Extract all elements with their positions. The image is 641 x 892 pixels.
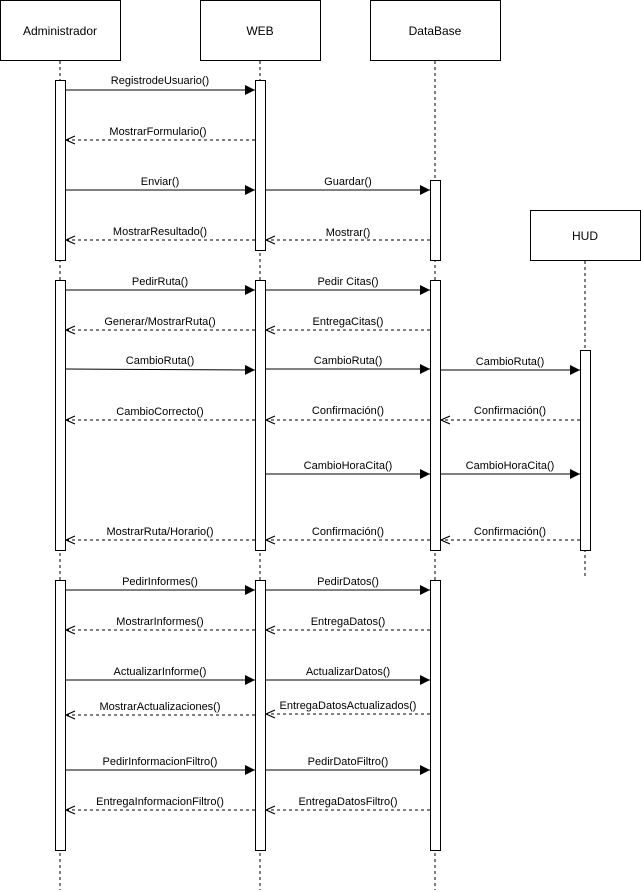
message-label: Mostrar()	[326, 227, 371, 239]
message-label: PedirInformes()	[122, 576, 198, 588]
activation-bar-hud	[580, 350, 591, 551]
message: CambioRuta()	[65, 355, 256, 375]
activation-bar-web	[255, 580, 266, 851]
message-label: Confirmación()	[474, 405, 546, 417]
message: RegistrodeUsuario()	[66, 75, 255, 95]
participant-label: HUD	[572, 229, 598, 243]
message: MostrarFormulario()	[66, 126, 255, 140]
message: EntregaInformacionFiltro()	[66, 796, 255, 810]
message-label: ActualizarDatos()	[306, 666, 390, 678]
message: Generar/MostrarRuta()	[66, 316, 255, 330]
message: Confirmación()	[441, 526, 580, 540]
participant-label: WEB	[246, 24, 273, 38]
message-label: EntregaDatosFiltro()	[298, 796, 397, 808]
message: Confirmación()	[266, 526, 430, 540]
message-label: MostrarFormulario()	[109, 126, 206, 138]
message-label: MostrarResultado()	[113, 226, 207, 238]
message-label: ActualizarInforme()	[114, 666, 207, 678]
message: MostrarResultado()	[66, 226, 255, 240]
participant-database: DataBase	[370, 0, 501, 61]
message: Pedir Citas()	[266, 276, 430, 295]
message: EntregaCitas()	[266, 316, 430, 330]
message-label: CambioRuta()	[126, 355, 194, 367]
participant-label: Administrador	[23, 24, 97, 38]
message-label: Enviar()	[141, 176, 180, 188]
message-label: Guardar()	[324, 176, 372, 188]
message-label: CambioRuta()	[476, 356, 544, 368]
message-label: CambioHoraCita()	[304, 460, 393, 472]
message: Confirmación()	[266, 405, 430, 420]
message: ActualizarInforme()	[66, 666, 255, 685]
activation-bar-database	[430, 180, 441, 261]
message-label: PedirDatos()	[317, 576, 379, 588]
message-label: MostrarInformes()	[116, 616, 203, 628]
activation-bar-database	[430, 580, 441, 851]
activation-bar-administrador	[55, 80, 66, 261]
participant-administrador: Administrador	[0, 0, 121, 61]
message-label: Pedir Citas()	[317, 276, 378, 288]
message-label: CambioHoraCita()	[466, 460, 555, 472]
message: PedirDatoFiltro()	[266, 756, 430, 775]
participant-web: WEB	[200, 0, 321, 61]
message: Guardar()	[266, 176, 430, 195]
message: Confirmación()	[441, 405, 580, 420]
message: Mostrar()	[266, 227, 430, 240]
message: PedirDatos()	[266, 576, 430, 595]
message-label: RegistrodeUsuario()	[111, 75, 209, 87]
message: Enviar()	[66, 176, 255, 195]
message: CambioRuta()	[266, 355, 430, 374]
message: PedirInformes()	[66, 576, 255, 595]
message-label: CambioCorrecto()	[116, 406, 203, 418]
message: PedirInformacionFiltro()	[66, 756, 255, 775]
message: CambioRuta()	[441, 356, 580, 375]
message-label: Confirmación()	[312, 405, 384, 417]
activation-bar-web	[255, 80, 266, 251]
activation-bar-web	[255, 280, 266, 551]
message-label: PedirDatoFiltro()	[308, 756, 389, 768]
message: CambioHoraCita()	[266, 460, 430, 479]
activation-bar-administrador	[55, 580, 66, 851]
activation-bar-database	[430, 280, 441, 551]
message: EntregaDatosActualizados()	[266, 700, 430, 714]
message-label: CambioRuta()	[314, 355, 382, 367]
message: MostrarRuta/Horario()	[66, 526, 255, 540]
participant-hud: HUD	[530, 210, 641, 261]
message: MostrarInformes()	[66, 616, 255, 630]
activation-bar-administrador	[55, 280, 66, 551]
message: ActualizarDatos()	[266, 666, 430, 685]
message-label: EntregaDatosActualizados()	[280, 700, 417, 712]
message: PedirRuta()	[66, 276, 255, 295]
message-label: Generar/MostrarRuta()	[104, 316, 215, 328]
message-label: EntregaInformacionFiltro()	[96, 796, 224, 808]
message-label: EntregaCitas()	[313, 316, 384, 328]
message-label: Confirmación()	[474, 526, 546, 538]
message-label: EntregaDatos()	[311, 616, 386, 628]
message: EntregaDatos()	[266, 616, 430, 630]
message: MostrarActualizaciones()	[66, 701, 255, 715]
message-label: Confirmación()	[312, 526, 384, 538]
message: CambioHoraCita()	[441, 460, 580, 479]
message-label: MostrarRuta/Horario()	[107, 526, 214, 538]
message-label: PedirRuta()	[132, 276, 188, 288]
message: EntregaDatosFiltro()	[266, 796, 430, 810]
message: CambioCorrecto()	[66, 406, 255, 420]
message-label: PedirInformacionFiltro()	[103, 756, 218, 768]
participant-label: DataBase	[409, 24, 462, 38]
message-label: MostrarActualizaciones()	[99, 701, 220, 713]
